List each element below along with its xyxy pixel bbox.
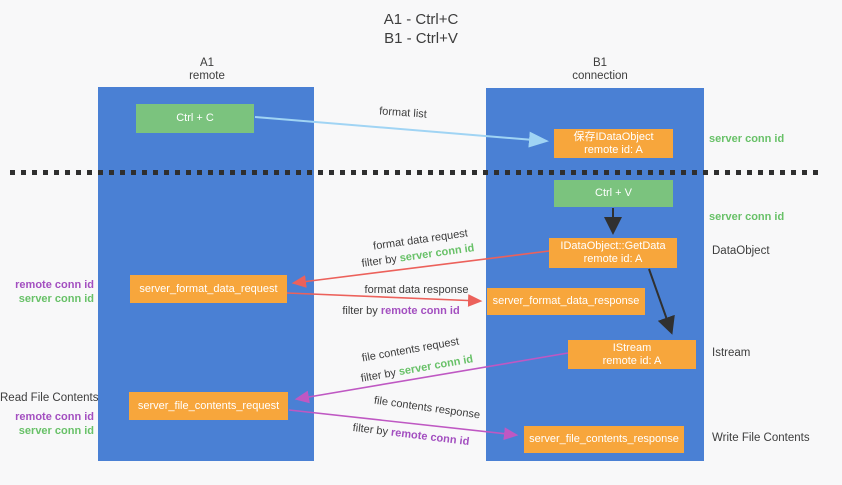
- lane-a1-name: A1: [199, 57, 215, 69]
- lane-header-a1: A1 remote: [137, 57, 277, 83]
- edge-label-format-data-response-filter: filter by remote conn id: [340, 305, 462, 317]
- node-istream-line1: IStream: [612, 341, 652, 354]
- diagram-title: A1 - Ctrl+C B1 - Ctrl+V: [0, 10, 842, 48]
- node-server-format-data-request-label: server_format_data_request: [139, 282, 278, 295]
- title-line-1: A1 - Ctrl+C: [383, 11, 459, 28]
- edge-label-file-contents-response-filter: filter by remote conn id: [349, 421, 474, 448]
- annotation-write-file-contents: Write File Contents: [712, 432, 810, 444]
- node-server-file-contents-response: server_file_contents_response: [524, 426, 684, 453]
- node-server-format-data-response-label: server_format_data_response: [492, 295, 640, 307]
- node-istream-line2: remote id: A: [602, 354, 662, 367]
- edge-label-format-data-response: format data response: [364, 284, 469, 296]
- node-ctrl-v: Ctrl + V: [554, 180, 673, 207]
- node-ctrl-c-label: Ctrl + C: [176, 112, 214, 124]
- title-line-2: B1 - Ctrl+V: [384, 30, 458, 47]
- edge-label-format-list: format list: [378, 105, 428, 121]
- annotation-server-conn-id-left-mid: server conn id: [18, 293, 94, 305]
- node-istream: IStream remote id: A: [568, 340, 696, 369]
- lane-b1-name: B1: [592, 57, 608, 69]
- annotation-read-file-contents: Read File Contents: [0, 392, 99, 404]
- node-save-idataobject-line2: remote id: A: [584, 143, 643, 156]
- node-save-idataobject-line1: 保存IDataObject: [573, 130, 654, 143]
- edge-label-file-contents-response: file contents response: [373, 394, 481, 422]
- node-server-format-data-response: server_format_data_response: [487, 288, 645, 315]
- filter-id-remote-conn: remote conn id: [380, 305, 460, 317]
- lane-header-b1: B1 connection: [530, 57, 670, 83]
- node-server-file-contents-request: server_file_contents_request: [129, 392, 288, 420]
- annotation-dataobject: DataObject: [712, 245, 770, 257]
- filter-id-server-conn: server conn id: [397, 353, 475, 379]
- dashed-divider-line: [10, 170, 824, 175]
- annotation-istream: Istream: [712, 347, 751, 359]
- node-idataobject-getdata-line2: remote id: A: [583, 253, 643, 265]
- annotation-remote-conn-id-mid: remote conn id: [15, 279, 94, 291]
- node-idataobject-getdata: IDataObject::GetData remote id: A: [549, 238, 677, 268]
- node-server-format-data-request: server_format_data_request: [130, 275, 287, 303]
- filter-prefix: filter by: [352, 421, 389, 439]
- filter-prefix: filter by: [360, 253, 398, 270]
- lane-a1-role: remote: [189, 70, 225, 82]
- annotation-server-conn-id-top: server conn id: [709, 133, 785, 145]
- lane-b1-role: connection: [572, 70, 628, 82]
- node-server-file-contents-response-label: server_file_contents_response: [529, 433, 679, 445]
- filter-prefix: filter by: [342, 305, 378, 317]
- node-server-file-contents-request-label: server_file_contents_request: [137, 399, 280, 412]
- node-idataobject-getdata-line1: IDataObject::GetData: [560, 240, 666, 252]
- annotation-server-conn-id-mid: server conn id: [709, 211, 785, 223]
- node-ctrl-v-label: Ctrl + V: [595, 187, 632, 199]
- node-save-idataobject: 保存IDataObject remote id: A: [554, 129, 673, 158]
- node-ctrl-c: Ctrl + C: [136, 104, 254, 133]
- annotation-server-conn-id-left-bottom: server conn id: [18, 425, 94, 437]
- filter-prefix: filter by: [359, 366, 397, 385]
- annotation-remote-conn-id-bottom: remote conn id: [15, 411, 94, 423]
- filter-id-remote-conn: remote conn id: [390, 426, 470, 449]
